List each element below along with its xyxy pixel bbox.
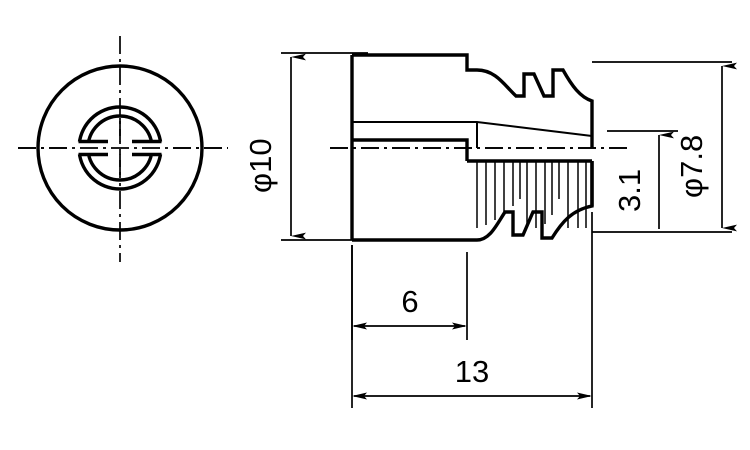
end-view-group [18, 36, 228, 262]
end-view-outer-circle [36, 64, 204, 232]
len6-arrow-left [352, 322, 367, 330]
section-lower-outer-profile [467, 161, 594, 242]
len6-arrow-right [452, 322, 467, 330]
dimension-dia78: φ7.8 [592, 61, 737, 233]
dimension-len13: 13 [351, 212, 593, 408]
dia78-label: φ7.8 [674, 135, 709, 198]
section-head-shoulder-upper [352, 138, 469, 148]
len6-dimension-line-group [352, 322, 467, 330]
dia10-label: φ10 [243, 138, 278, 193]
len13-arrow-left [352, 392, 367, 400]
dimension-len6: 6 [351, 245, 468, 340]
section-upper-outer-profile [352, 53, 594, 130]
len13-dimension-line-group [352, 392, 592, 400]
section-upper-bore-taper [352, 121, 593, 137]
h31-label: 3.1 [612, 169, 647, 212]
section-view-group [330, 53, 628, 242]
dimension-h31: 3.1 [607, 130, 678, 229]
len6-label: 6 [401, 284, 418, 319]
len13-label: 13 [455, 354, 489, 389]
dimension-dia10: φ10 [243, 52, 368, 241]
len13-arrow-right [577, 392, 592, 400]
